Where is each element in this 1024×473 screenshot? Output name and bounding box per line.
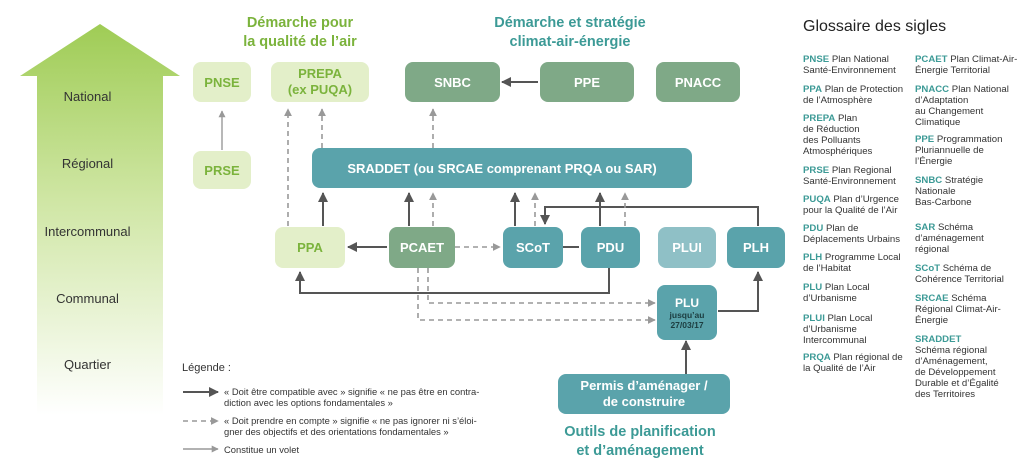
level-quartier: Quartier (64, 357, 111, 372)
box-plui[interactable]: PLUI (658, 227, 716, 268)
glossary-item-scot: SCoT Schéma de Cohérence Territorial (915, 263, 1004, 285)
legend-volet: Constitue un volet (224, 444, 300, 455)
box-permis[interactable]: Permis d’aménager / de construire (558, 374, 730, 414)
box-sraddet[interactable]: SRADDET (ou SRCAE comprenant PRQA ou SAR… (312, 148, 692, 188)
box-plh[interactable]: PLH (727, 227, 785, 268)
glossary-item-sar: SAR Schéma d’aménagement régional (915, 222, 984, 255)
glossary-item-puqa: PUQA Plan d’Urgence pour la Qualité de l… (803, 194, 899, 216)
box-scot[interactable]: SCoT (503, 227, 563, 268)
header-outils: Outils de planification et d’aménagement (564, 424, 716, 459)
box-pcaet[interactable]: PCAET (389, 227, 455, 268)
legend-prendre-en-compte: « Doit prendre en compte » signifie « ne… (224, 415, 477, 437)
level-regional: Régional (61, 156, 114, 171)
legend-compatible: « Doit être compatible avec » signifie «… (224, 386, 480, 408)
box-plu[interactable]: PLU jusqu’au 27/03/17 (657, 285, 717, 340)
level-intercommunal: Intercommunal (44, 224, 131, 239)
glossary-item-plui: PLUI Plan Local d’Urbanisme Intercommuna… (803, 313, 873, 346)
box-ppa[interactable]: PPA (275, 227, 345, 268)
glossary-item-pnse: PNSE Plan National Santé-Environnement (803, 54, 896, 76)
level-national: National (63, 89, 112, 104)
glossary-item-snbc: SNBC Stratégie Nationale Bas-Carbone (915, 175, 984, 208)
level-arrow (20, 24, 180, 415)
glossary-item-plh: PLH Programme Local de l’Habitat (803, 252, 901, 274)
glossary-item-ppa: PPA Plan de Protection de l’Atmosphère (803, 84, 904, 106)
glossary-item-pdu: PDU Plan de Déplacements Urbains (803, 223, 901, 245)
box-prepa[interactable]: PREPA (ex PUQA) (271, 62, 369, 102)
glossary-title: Glossaire des sigles (803, 18, 947, 35)
box-pnse[interactable]: PNSE (193, 62, 251, 102)
box-ppe[interactable]: PPE (540, 62, 634, 102)
box-prse[interactable]: PRSE (193, 151, 251, 189)
glossary-item-prse: PRSE Plan Regional Santé-Environnement (803, 165, 896, 187)
header-climat: Démarche et stratégie climat-air-énergie (494, 15, 646, 50)
box-snbc[interactable]: SNBC (405, 62, 500, 102)
glossary-item-plu: PLU Plan Local d’Urbanisme (803, 282, 870, 304)
legend-title: Légende : (182, 362, 231, 374)
level-communal: Communal (56, 291, 119, 306)
glossary-item-sraddet: SRADDET Schéma régional d’Aménagement, d… (915, 334, 999, 400)
box-pdu[interactable]: PDU (581, 227, 640, 268)
glossary-item-pnacc: PNACC Plan National d’Adaptation au Chan… (915, 84, 1009, 128)
glossary-item-prqa: PRQA Plan régional de la Qualité de l’Ai… (803, 352, 903, 374)
glossary-item-ppe: PPE Programmation Pluriannuelle de l’Éne… (915, 134, 1003, 167)
glossary-item-pcaet: PCAET Plan Climat-Air- Énergie Territori… (915, 54, 1018, 76)
box-pnacc[interactable]: PNACC (656, 62, 740, 102)
glossary-item-srcae: SRCAE Schéma Régional Climat-Air- Énergi… (915, 293, 1001, 326)
glossary-item-prepa: PREPA Plan de Réduction des Polluants At… (803, 113, 873, 157)
header-air: Démarche pour la qualité de l’air (243, 15, 357, 50)
legend-symbols (183, 387, 219, 453)
